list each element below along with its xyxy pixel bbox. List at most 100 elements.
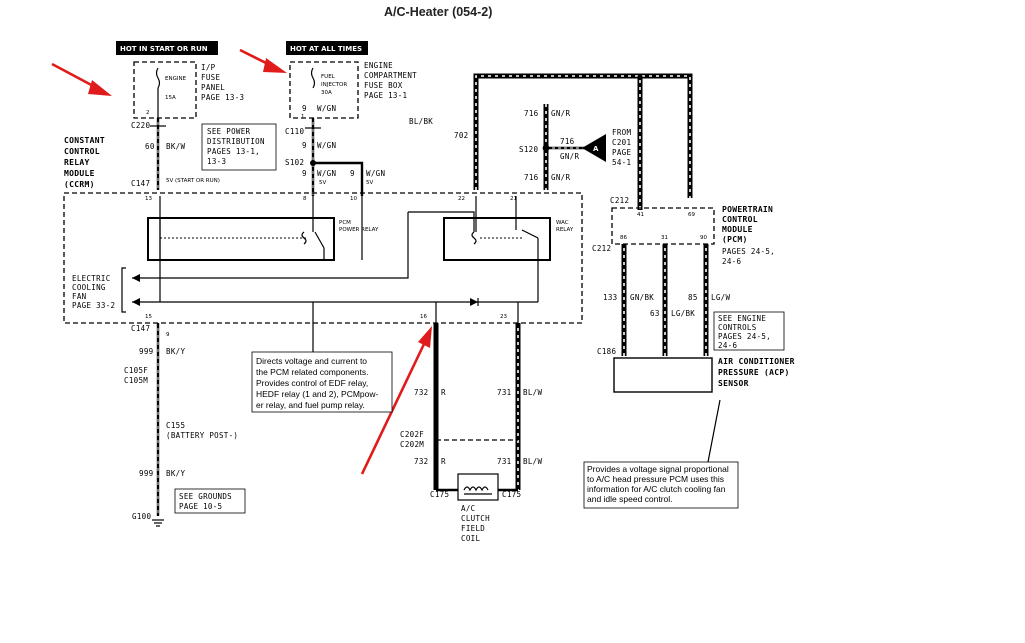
engine-compartment-fuse-box: FUEL INJECTOR 30A 1 ENGINE COMPARTMENT F…	[289, 61, 417, 120]
ac-clutch-field-coil: C175 C175 A/C CLUTCH FIELD COIL	[430, 473, 521, 543]
svg-text:W/GN: W/GN	[317, 141, 336, 150]
pcm-module-box: C212 41 69 86 31 90 C212 POWERTRAIN CONT…	[592, 76, 775, 266]
svg-text:716: 716	[524, 173, 539, 182]
svg-text:86: 86	[620, 235, 627, 241]
svg-text:FUSE BOX: FUSE BOX	[364, 81, 403, 90]
see-grounds-box: SEE GROUNDS PAGE 10-5	[174, 488, 246, 514]
wac-relay: WAC RELAY	[443, 217, 574, 261]
svg-text:31: 31	[661, 235, 668, 241]
svg-text:8: 8	[303, 196, 307, 202]
svg-text:BL/W: BL/W	[523, 388, 542, 397]
svg-text:(CCRM): (CCRM)	[64, 180, 95, 189]
svg-text:732: 732	[414, 388, 428, 397]
svg-text:PAGES 13-1,: PAGES 13-1,	[207, 147, 260, 156]
note-ccrm-description: Directs voltage and current to the PCM r…	[251, 323, 393, 413]
svg-text:FUEL: FUEL	[321, 74, 336, 80]
svg-text:716: 716	[524, 109, 539, 118]
svg-text:5V (START OR RUN): 5V (START OR RUN)	[166, 178, 220, 184]
see-engine-controls-box: SEE ENGINE CONTROLS PAGES 24-5, 24-6	[713, 311, 785, 351]
svg-text:W/GN: W/GN	[317, 169, 336, 178]
svg-text:C175: C175	[502, 490, 521, 499]
svg-text:9: 9	[302, 141, 307, 150]
svg-text:RELAY: RELAY	[64, 158, 90, 167]
svg-text:731: 731	[497, 388, 511, 397]
svg-text:Directs voltage and current to: Directs voltage and current to	[256, 356, 367, 366]
svg-text:30A: 30A	[321, 90, 332, 96]
c110-label: C110	[285, 127, 304, 136]
svg-text:INJECTOR: INJECTOR	[321, 82, 347, 88]
svg-text:er relay, and fuel pump relay.: er relay, and fuel pump relay.	[256, 400, 365, 410]
svg-text:information for A/C clutch coo: information for A/C clutch cooling fan	[587, 484, 726, 494]
svg-text:MODULE: MODULE	[722, 225, 753, 234]
ip-fuse-panel: ENGINE 15A 2 I/P FUSE PANEL PAGE 13-3	[133, 61, 244, 119]
ccrm-label: CONSTANT CONTROL RELAY MODULE (CCRM)	[64, 136, 105, 189]
svg-text:HEDF relay (1 and 2), PCMpow-: HEDF relay (1 and 2), PCMpow-	[256, 389, 379, 399]
svg-text:PAGES 24-5,: PAGES 24-5,	[718, 332, 771, 341]
svg-text:GN/R: GN/R	[551, 173, 570, 182]
svg-text:13: 13	[145, 196, 152, 202]
svg-text:C202M: C202M	[400, 440, 424, 449]
c186-label: C186	[597, 347, 616, 356]
svg-text:C155: C155	[166, 421, 185, 430]
red-arrow-ec-fuse	[239, 48, 287, 73]
svg-text:SENSOR: SENSOR	[718, 379, 749, 388]
svg-text:133: 133	[603, 293, 617, 302]
svg-text:BK/Y: BK/Y	[166, 347, 185, 356]
svg-text:ELECTRIC: ELECTRIC	[72, 274, 111, 283]
diagram-title: A/C-Heater (054-2)	[384, 5, 492, 19]
svg-text:9: 9	[350, 169, 355, 178]
svg-text:GN/BK: GN/BK	[630, 293, 654, 302]
svg-text:COOLING: COOLING	[72, 283, 106, 292]
svg-text:41: 41	[637, 212, 644, 218]
svg-text:the PCM related components.: the PCM related components.	[256, 367, 368, 377]
electric-cooling-fan-label: ELECTRIC COOLING FAN PAGE 33-2	[72, 267, 140, 313]
svg-text:9: 9	[166, 332, 170, 338]
svg-text:FUSE: FUSE	[201, 73, 220, 82]
svg-text:CLUTCH: CLUTCH	[461, 514, 490, 523]
header-hot-all-times: HOT AT ALL TIMES	[286, 41, 368, 55]
wire-999-bky-ground	[152, 323, 164, 527]
pcm-power-relay: PCM POWER RELAY	[147, 217, 379, 261]
svg-text:21: 21	[510, 196, 517, 202]
svg-text:CONTROL: CONTROL	[64, 147, 100, 156]
svg-text:FAN: FAN	[72, 292, 86, 301]
svg-text:24-6: 24-6	[718, 341, 737, 350]
wire-60-label: 60	[145, 142, 155, 151]
svg-text:23: 23	[500, 314, 507, 320]
ccrm-internal-wiring	[132, 196, 539, 323]
svg-text:PAGES 24-5,: PAGES 24-5,	[722, 247, 775, 256]
svg-text:C105M: C105M	[124, 376, 148, 385]
svg-text:GN/R: GN/R	[560, 152, 579, 161]
svg-text:16: 16	[420, 314, 427, 320]
ccrm-module-box	[63, 192, 583, 324]
svg-text:COMPARTMENT: COMPARTMENT	[364, 71, 417, 80]
svg-text:POWERTRAIN: POWERTRAIN	[722, 205, 773, 214]
svg-text:BK/Y: BK/Y	[166, 469, 185, 478]
c147-bottom-label: C147	[131, 324, 150, 333]
wire-blbk-label: BL/BK	[409, 117, 433, 126]
svg-text:1: 1	[301, 114, 305, 120]
svg-text:R: R	[441, 388, 446, 397]
c220-label: C220	[131, 121, 150, 130]
s120-label: S120	[519, 145, 538, 154]
wire-702-label: 702	[454, 131, 468, 140]
svg-text:RELAY: RELAY	[556, 227, 574, 233]
svg-text:716: 716	[560, 137, 575, 146]
svg-text:W/GN: W/GN	[317, 104, 336, 113]
svg-text:A/C: A/C	[461, 504, 475, 513]
svg-text:731: 731	[497, 457, 511, 466]
svg-text:13-3: 13-3	[207, 157, 226, 166]
wire-702-loop	[473, 73, 693, 198]
svg-text:732: 732	[414, 457, 428, 466]
svg-text:SEE ENGINE: SEE ENGINE	[718, 314, 766, 323]
svg-text:PAGE 33-2: PAGE 33-2	[72, 301, 115, 310]
svg-text:(PCM): (PCM)	[722, 235, 748, 244]
c212-top-label: C212	[610, 196, 629, 205]
wire-716-gnr	[542, 104, 606, 190]
s102-label: S102	[285, 158, 304, 167]
red-arrow-ip-fuse	[51, 62, 112, 96]
red-arrow-clutch-wire	[360, 326, 432, 475]
svg-text:SEE GROUNDS: SEE GROUNDS	[179, 492, 232, 501]
svg-text:I/P: I/P	[201, 63, 216, 72]
